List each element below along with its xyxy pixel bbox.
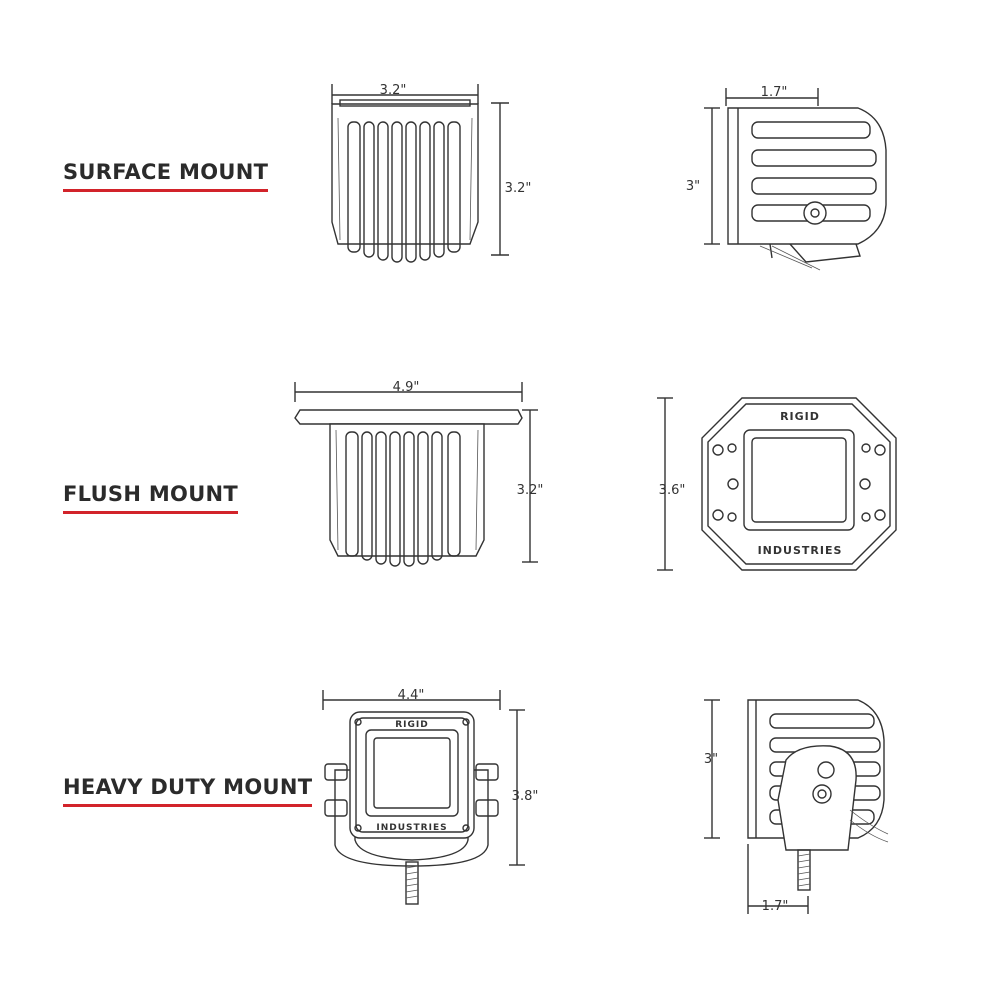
flush-mount-heading: FLUSH MOUNT — [63, 484, 239, 514]
flush-face-logo-top: RIGID — [780, 410, 820, 423]
surface-side-drawing: 1.7" 3" — [686, 85, 887, 271]
flush-front-height-label: 3.2" — [517, 483, 544, 498]
heavy-duty-side-drawing: 3" 1.7" — [704, 699, 889, 914]
flush-front-drawing: 4.9" 3.2" — [294, 380, 544, 567]
flush-face-bolts — [712, 443, 886, 522]
heavy-duty-front-height-label: 3.8" — [512, 789, 539, 804]
heavy-duty-logo-bottom: INDUSTRIES — [376, 823, 447, 833]
flush-face-logo-bottom: INDUSTRIES — [758, 544, 843, 557]
flush-face-drawing: 3.6" RIGID INDUSTRIES — [657, 397, 897, 571]
surface-front-drawing: 3.2" 3.2" — [331, 83, 532, 263]
heavy-duty-front-drawing: 4.4" 3.8" RIGID INDUSTRIES — [322, 688, 539, 905]
heavy-duty-side-height-label: 3" — [704, 752, 718, 767]
surface-front-height-label: 3.2" — [505, 181, 532, 196]
flush-front-width-label: 4.9" — [393, 380, 420, 395]
heavy-duty-logo-top: RIGID — [395, 720, 429, 730]
surface-front-width-label: 3.2" — [380, 83, 407, 98]
surface-side-height-label: 3" — [686, 179, 700, 194]
heavy-duty-side-depth-label: 1.7" — [762, 899, 789, 914]
flush-face-height-label: 3.6" — [659, 483, 686, 498]
surface-mount-heading: SURFACE MOUNT — [63, 162, 269, 192]
heavy-duty-front-width-label: 4.4" — [398, 688, 425, 703]
surface-side-depth-label: 1.7" — [761, 85, 788, 100]
heavy-duty-mount-heading: HEAVY DUTY MOUNT — [63, 777, 313, 807]
